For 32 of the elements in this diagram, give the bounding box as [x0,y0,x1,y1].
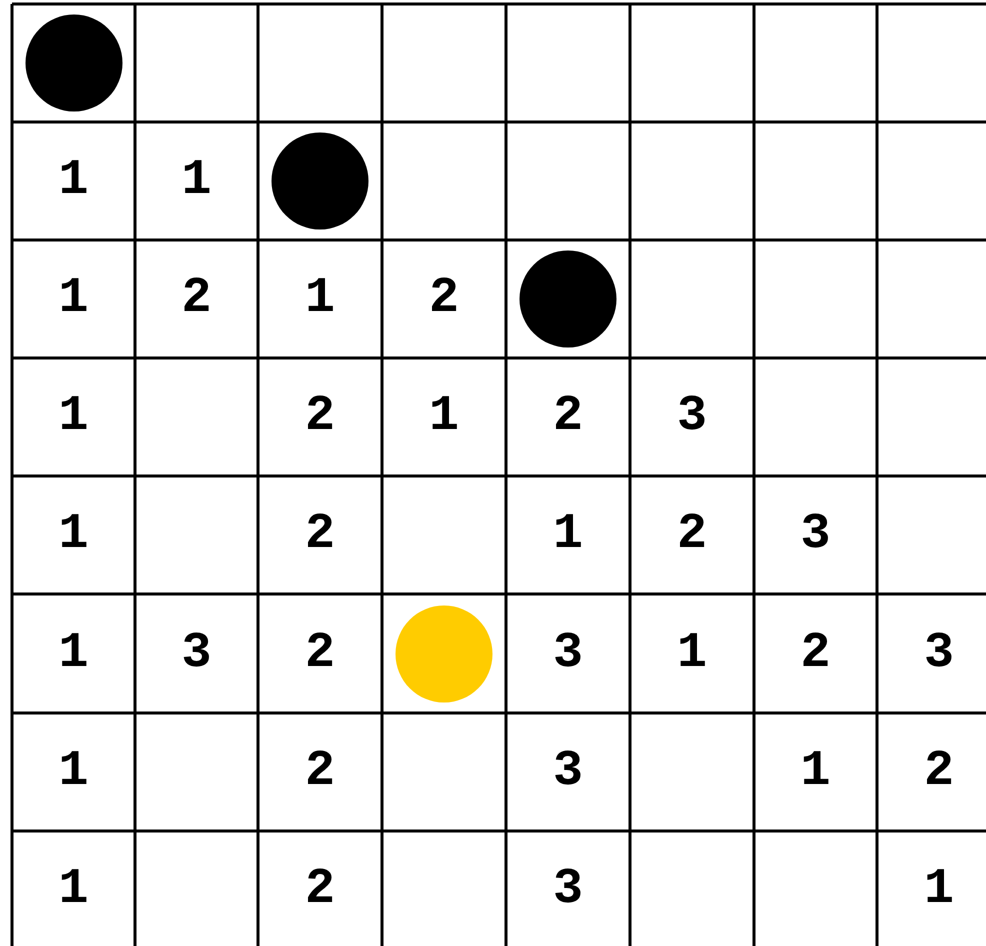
cell-number: 1 [58,747,88,797]
cell-number: 2 [924,747,954,797]
cell-number: 3 [800,510,830,560]
cell-number: 2 [553,392,583,442]
cell-number: 1 [305,274,335,324]
cell-number: 3 [553,747,583,797]
cell-number: 3 [677,392,707,442]
cell-number: 2 [182,274,212,324]
cell-number: 2 [305,865,335,915]
cell-number: 1 [58,510,88,560]
cell-number: 1 [58,156,88,206]
cell-number: 1 [924,865,954,915]
cell-number: 2 [305,628,335,678]
cell-number: 1 [800,747,830,797]
cell-number: 2 [305,510,335,560]
cell-number: 1 [58,392,88,442]
cell-number: 1 [58,274,88,324]
cell-number: 3 [182,628,212,678]
cell-number: 2 [800,628,830,678]
cell-number: 1 [58,865,88,915]
cell-number: 2 [305,747,335,797]
cell-number: 1 [429,392,459,442]
cell-number: 2 [677,510,707,560]
cell-number: 1 [58,628,88,678]
cell-number: 1 [677,628,707,678]
cell-number: 2 [305,392,335,442]
cell-number: 3 [924,628,954,678]
cell-number: 2 [429,274,459,324]
cell-number: 3 [553,628,583,678]
cell-number: 1 [182,156,212,206]
cell-number: 3 [553,865,583,915]
cell-number: 1 [553,510,583,560]
